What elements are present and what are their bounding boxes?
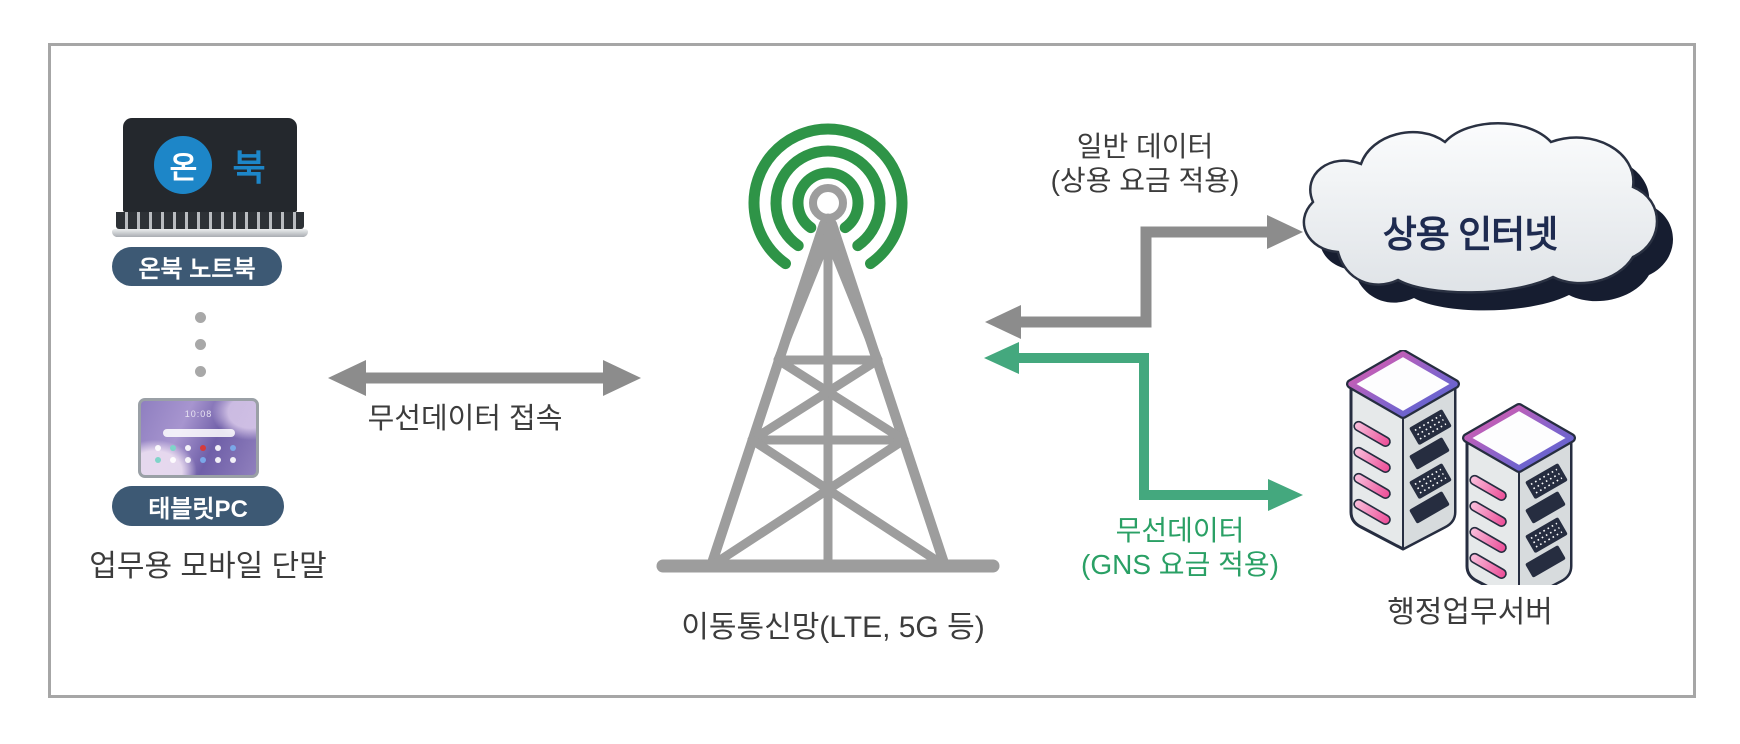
server-front [1467, 408, 1571, 585]
onbook-laptop-icon: 온 북 [112, 118, 308, 240]
bidirectional-arrow [328, 360, 641, 396]
cloud-label: 상용 인터넷 [1382, 214, 1558, 255]
gns-data-label: 무선데이터 (GNS 요금 적용) [1040, 514, 1320, 582]
commercial-data-line1: 일반 데이터 [1076, 131, 1214, 162]
laptop-badge: 온북 노트북 [112, 247, 282, 286]
onbook-logo-circle-char: 온 [169, 152, 198, 185]
gns-data-line1: 무선데이터 [1115, 515, 1245, 546]
tablet-icon: 10:08 [138, 398, 259, 478]
tablet-badge-label: 태블릿PC [148, 495, 248, 523]
diagram-frame [48, 43, 1696, 698]
ellipsis-dots [195, 312, 206, 377]
tablet-clock: 10:08 [184, 409, 213, 419]
laptop-base [112, 229, 308, 237]
onbook-logo-circle: 온 [154, 136, 213, 194]
server-stack-icon [1345, 350, 1595, 585]
laptop-screen: 온 북 [123, 118, 297, 212]
commercial-data-arrow [985, 215, 1303, 339]
laptop-keyboard [116, 212, 304, 229]
tablet-search-bar [163, 429, 235, 437]
signal-arcs-icon [748, 123, 908, 270]
mobile-devices-caption: 업무용 모바일 단말 [89, 550, 327, 583]
gns-data-arrow [984, 342, 1303, 511]
laptop-badge-label: 온북 노트북 [138, 256, 256, 283]
tower-label: 이동통신망(LTE, 5G 등) [681, 611, 985, 644]
cell-tower-icon [656, 123, 1000, 573]
onbook-logo-char: 북 [232, 147, 266, 188]
server-back [1351, 354, 1455, 549]
commercial-data-line2: (상용 요금 적용) [1050, 165, 1240, 196]
tablet-app-icons [155, 445, 245, 463]
cloud-icon [1302, 122, 1673, 311]
gns-data-line2: (GNS 요금 적용) [1081, 549, 1279, 580]
commercial-data-label: 일반 데이터 (상용 요금 적용) [1010, 130, 1280, 198]
tablet-badge: 태블릿PC [112, 486, 284, 526]
server-label: 행정업무서버 [1387, 596, 1553, 629]
wireless-link-label: 무선데이터 접속 [367, 403, 563, 435]
